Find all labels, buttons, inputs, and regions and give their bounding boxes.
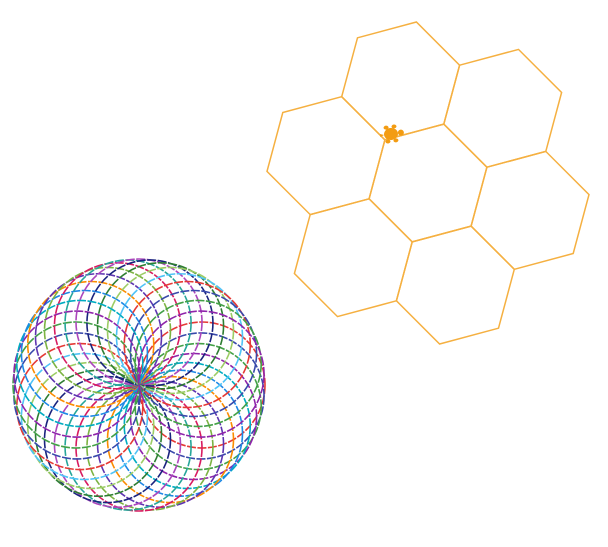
hexagon <box>470 150 590 271</box>
honeycomb <box>266 21 590 345</box>
hexagon <box>442 48 563 169</box>
hexagon <box>340 21 461 141</box>
spiro-circle <box>96 261 225 390</box>
spiro-circle <box>129 289 258 418</box>
spirograph <box>12 258 266 512</box>
spiro-circle <box>16 299 144 428</box>
hexagon <box>293 197 414 318</box>
spiro-circle <box>123 280 252 409</box>
hexagon <box>266 95 386 216</box>
spiro-circle <box>115 272 244 401</box>
spiro-circle <box>134 299 262 428</box>
spiro-circle <box>20 289 149 418</box>
spiro-circle <box>106 266 235 395</box>
spiro-circle <box>137 310 265 438</box>
spiro-circle <box>86 259 214 387</box>
turtle-icon <box>379 124 404 144</box>
spiro-circle <box>13 310 141 438</box>
hexagon <box>395 225 516 345</box>
